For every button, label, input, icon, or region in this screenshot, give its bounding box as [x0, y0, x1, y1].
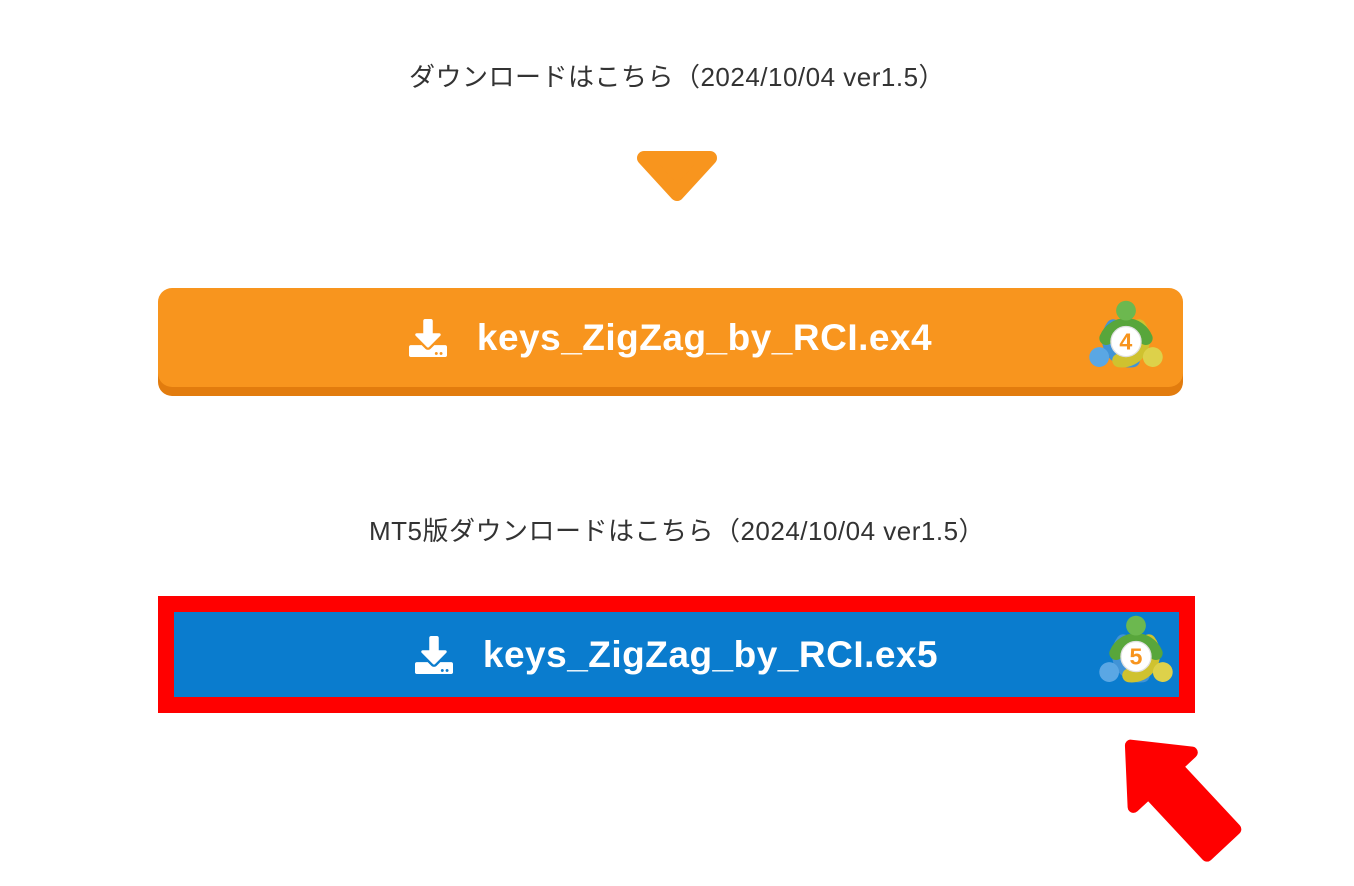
down-triangle-icon	[633, 148, 721, 202]
mt5-button-highlight-border: keys_ZigZag_by_RCI.ex5 5	[158, 596, 1195, 713]
mt5-button-label: keys_ZigZag_by_RCI.ex5	[482, 633, 939, 675]
mt4-button-label: keys_ZigZag_by_RCI.ex4	[476, 316, 933, 358]
mt5-logo-number: 5	[1130, 643, 1143, 669]
mt5-download-button[interactable]: keys_ZigZag_by_RCI.ex5	[174, 612, 1179, 697]
metatrader5-logo-icon: 5	[1093, 611, 1179, 697]
mt4-download-heading: ダウンロードはこちら（2024/10/04 ver1.5）	[408, 62, 946, 92]
metatrader4-logo-icon: 4	[1083, 296, 1169, 382]
download-icon	[414, 635, 453, 674]
mt4-download-button[interactable]: keys_ZigZag_by_RCI.ex4 4	[158, 288, 1183, 387]
pointer-arrow-icon	[1098, 716, 1254, 866]
mt4-logo-number: 4	[1119, 328, 1132, 354]
download-icon	[408, 318, 447, 357]
mt5-download-heading: MT5版ダウンロードはこちら（2024/10/04 ver1.5）	[368, 516, 986, 546]
